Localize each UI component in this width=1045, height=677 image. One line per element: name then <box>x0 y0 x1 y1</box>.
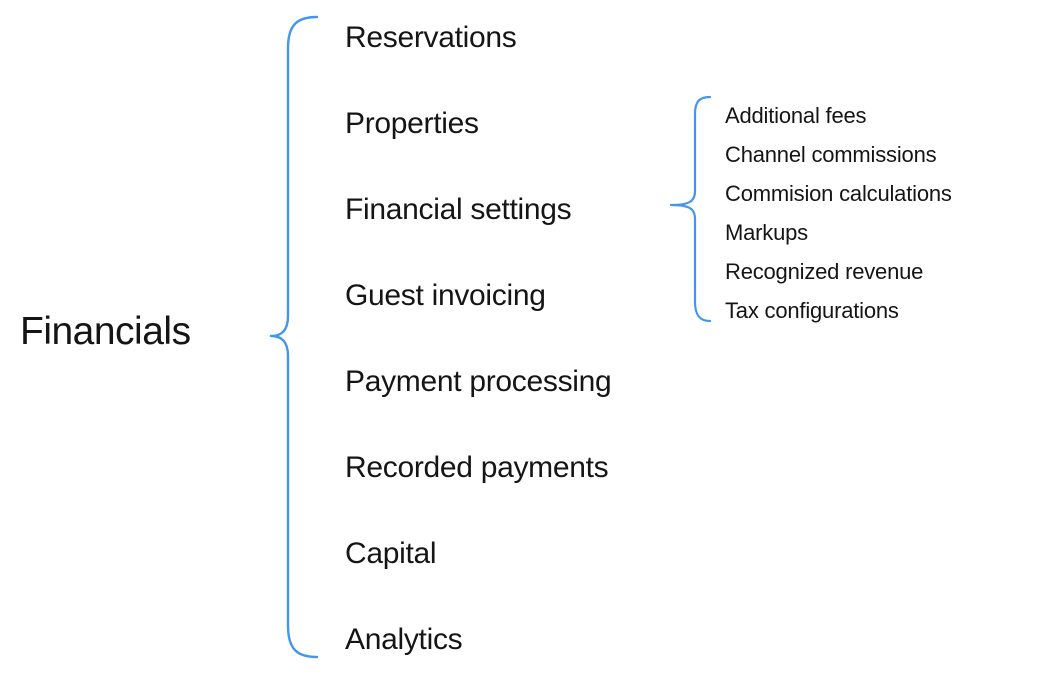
sub-item-recognized-revenue: Recognized revenue <box>725 259 924 284</box>
branch-properties: Properties <box>345 107 479 140</box>
sub-item-additional-fees: Additional fees <box>725 103 867 128</box>
branch-analytics: Analytics <box>345 623 463 656</box>
sub-item-channel-commissions: Channel commissions <box>725 142 937 167</box>
main-curly-brace <box>269 15 319 659</box>
financial-settings-sub-list: Additional fees Channel commissions Comm… <box>725 96 952 330</box>
sub-item-commision-calculations: Commision calculations <box>725 181 952 206</box>
sub-item-tax-configurations: Tax configurations <box>725 298 899 323</box>
sub-item-markups: Markups <box>725 220 808 245</box>
branch-recorded-payments: Recorded payments <box>345 451 609 484</box>
branch-guest-invoicing: Guest invoicing <box>345 279 546 312</box>
branch-capital: Capital <box>345 537 437 570</box>
branch-reservations: Reservations <box>345 21 517 54</box>
branch-payment-processing: Payment processing <box>345 365 612 398</box>
sub-curly-brace <box>669 95 712 323</box>
branch-financial-settings: Financial settings <box>345 193 572 226</box>
root-node-financials: Financials <box>20 310 191 353</box>
